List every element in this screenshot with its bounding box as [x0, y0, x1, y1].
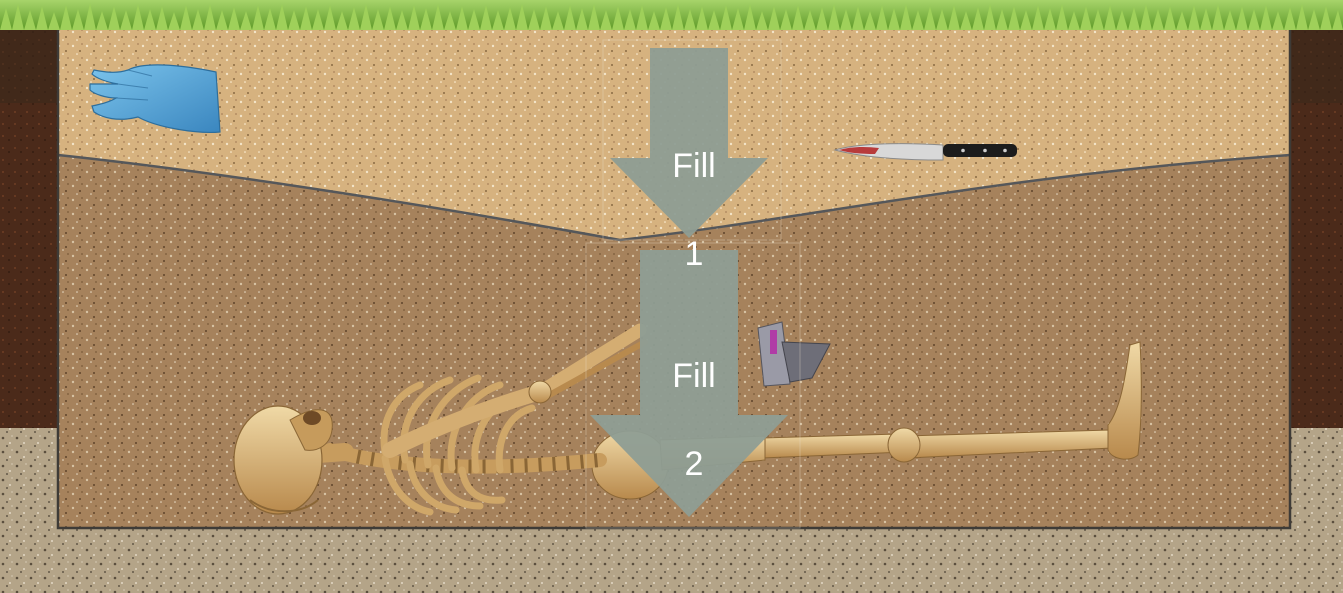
grave-cross-section-diagram — [0, 0, 1343, 593]
